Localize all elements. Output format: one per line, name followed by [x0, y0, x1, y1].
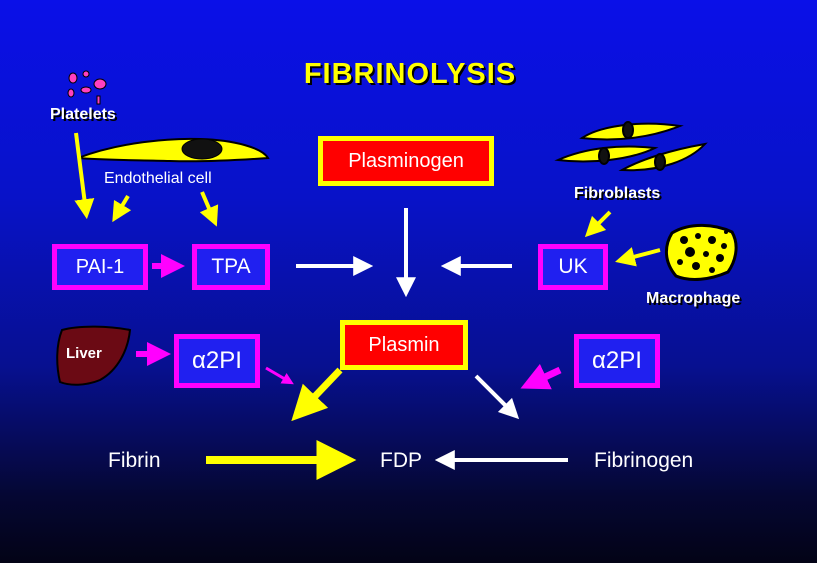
node-fibrin: Fibrin — [108, 449, 161, 472]
node-tpa: TPA — [192, 244, 270, 290]
arrow-endothelial-to-pai1 — [112, 194, 132, 223]
arrow-platelets-to-pai1 — [74, 132, 95, 220]
arrow-fibroblasts-to-uk — [584, 210, 612, 238]
node-plasminogen-label: Plasminogen — [323, 141, 489, 181]
label-fibroblasts: Fibroblasts — [574, 185, 661, 202]
node-uk: UK — [538, 244, 608, 290]
arrow-alpha2pi-inhibits-left — [265, 366, 294, 385]
node-alpha2pi-right-label: α2PI — [579, 339, 655, 383]
node-plasmin-label: Plasmin — [345, 325, 463, 365]
arrow-plasmin-to-fibrinogen — [474, 374, 520, 420]
node-tpa-label: TPA — [197, 249, 265, 285]
endothelial-cell-icon — [77, 137, 270, 163]
arrow-endothelial-to-tpa — [199, 191, 219, 227]
node-alpha2pi-left-label: α2PI — [179, 339, 255, 383]
arrow-plasmin-to-fibrin — [291, 367, 343, 422]
node-plasmin: Plasmin — [340, 320, 468, 370]
label-endothelial-cell: Endothelial cell — [104, 170, 212, 187]
node-pai1-label: PAI-1 — [57, 249, 143, 285]
arrow-macrophage-to-uk — [615, 247, 661, 267]
label-macrophage: Macrophage — [646, 290, 741, 307]
macrophage-icon — [665, 223, 738, 281]
liver-icon — [56, 325, 132, 386]
label-liver: Liver — [66, 345, 102, 362]
node-alpha2pi-right: α2PI — [574, 334, 660, 388]
fibroblasts-icon — [554, 121, 708, 172]
label-platelets: Platelets — [50, 106, 116, 123]
node-fibrinogen: Fibrinogen — [594, 449, 694, 472]
node-plasminogen: Plasminogen — [318, 136, 494, 186]
platelets-icon — [67, 70, 107, 105]
node-alpha2pi-left: α2PI — [174, 334, 260, 388]
node-fdp: FDP — [380, 449, 422, 472]
node-pai1: PAI-1 — [52, 244, 148, 290]
node-uk-label: UK — [543, 249, 603, 285]
page-title: FIBRINOLYSIS — [303, 58, 517, 90]
arrow-alpha2pi-inhibits-right — [520, 363, 562, 390]
